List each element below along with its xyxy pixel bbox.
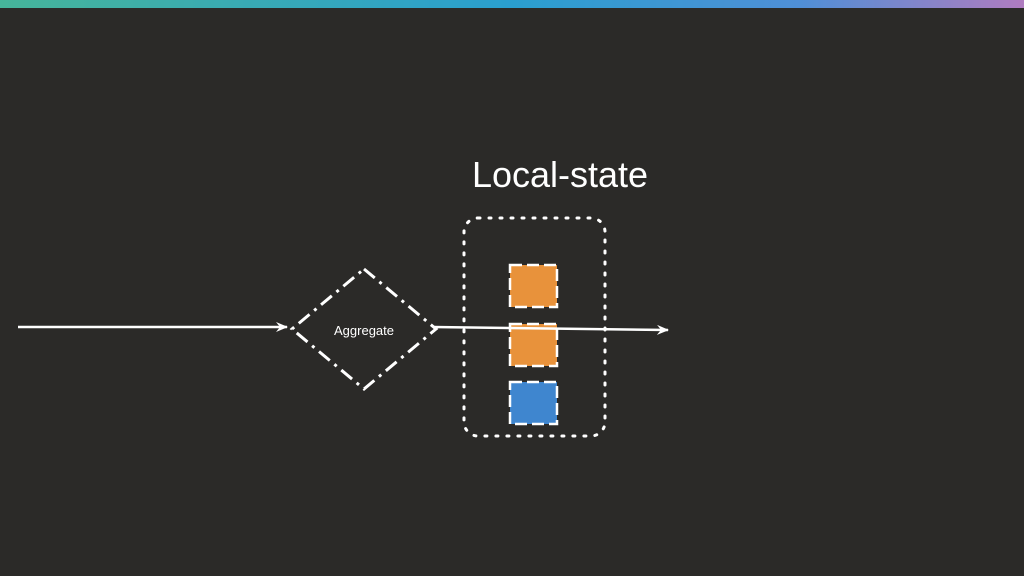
aggregate-label: Aggregate	[334, 323, 394, 338]
state-block-orange-1	[508, 263, 559, 309]
local-state-title: Local-state	[472, 154, 648, 195]
output-stream-arrow	[432, 324, 669, 335]
aggregate-processor-node	[289, 267, 439, 391]
local-state-store-container	[462, 216, 607, 438]
top-accent-bar	[0, 0, 1024, 8]
state-block-orange-2	[508, 322, 559, 368]
state-block-blue	[508, 380, 559, 426]
